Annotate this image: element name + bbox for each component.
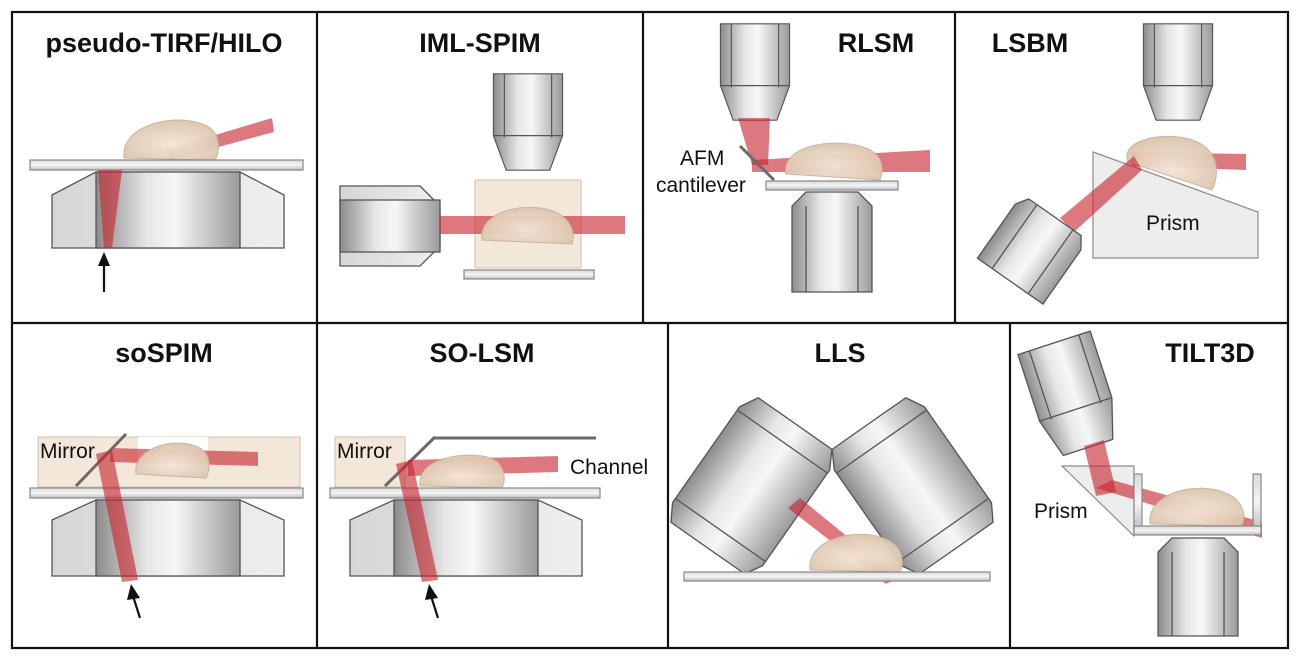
excitation-beam	[396, 460, 438, 582]
coverslip	[29, 487, 304, 499]
panel-lls: LLS	[670, 338, 994, 584]
sample-cell	[419, 454, 505, 489]
outer-frame	[10, 10, 1290, 650]
channel-label: Channel	[570, 456, 648, 479]
objective-lens-icon	[719, 23, 791, 121]
arrowhead	[425, 584, 438, 600]
objective-lens-icon	[831, 397, 994, 575]
objective-lens-icon	[670, 397, 833, 575]
objective-body	[339, 199, 441, 253]
sample-cell	[481, 206, 574, 245]
panel-title: soSPIM	[115, 338, 213, 368]
sample-cell	[1149, 487, 1245, 527]
objective-lens-icon	[1142, 23, 1214, 121]
afm-label-line2: cantilever	[656, 174, 746, 197]
prism-label: Prism	[1146, 212, 1200, 235]
panel-title: SO-LSM	[430, 338, 535, 368]
panel-title: RLSM	[838, 28, 915, 58]
coverslip	[683, 571, 991, 582]
excitation-beam	[738, 118, 770, 165]
panel-tilt3d: TILT3D Prism	[1017, 330, 1262, 637]
arrowhead	[98, 252, 110, 266]
sample-cell	[809, 533, 903, 573]
panel-pseudo-tirf-hilo: pseudo-TIRF/HILO	[29, 28, 304, 292]
panel-iml-spim: IML-SPIM	[339, 28, 625, 280]
afm-label-line1: AFM	[680, 147, 724, 170]
panel-title: IML-SPIM	[419, 28, 541, 58]
chamber-wall-right	[1252, 473, 1262, 531]
up-arrow-icon	[429, 595, 440, 619]
coverslip	[1133, 525, 1262, 536]
coverslip	[329, 487, 601, 499]
excitation-beam	[1060, 156, 1142, 232]
sample-cell	[135, 442, 210, 479]
excitation-beam	[96, 450, 138, 582]
sample-cell	[123, 119, 220, 161]
excitation-beam	[98, 170, 122, 248]
prism-icon	[1092, 151, 1259, 259]
afm-cantilever	[738, 144, 776, 182]
coverslip	[765, 180, 899, 191]
sample-cell	[785, 142, 883, 181]
panel-sospim: soSPIM Mirror	[29, 338, 304, 619]
arrowhead	[127, 584, 140, 600]
mirror-label: Mirror	[40, 440, 95, 463]
panel-lsbm: LSBM Prism	[976, 23, 1259, 305]
panel-title: LSBM	[992, 28, 1069, 58]
chamber-wall-left	[1133, 473, 1143, 531]
objective-lens-icon	[976, 198, 1082, 305]
up-arrow-icon	[131, 595, 142, 619]
panel-title: pseudo-TIRF/HILO	[46, 28, 283, 58]
sample-cell	[1126, 135, 1217, 191]
prism-label: Prism	[1034, 500, 1088, 523]
objective-lens-icon	[492, 73, 564, 171]
objective-lens-icon	[791, 191, 873, 293]
objective-lens-icon	[1157, 537, 1239, 637]
mirror-label: Mirror	[337, 440, 392, 463]
objective-lens-icon	[1017, 330, 1114, 457]
coverslip	[29, 159, 304, 171]
panel-rlsm: RLSM AFM cantilever	[656, 23, 930, 293]
panel-title: TILT3D	[1165, 338, 1255, 368]
coverslip	[463, 269, 595, 280]
panel-title: LLS	[815, 338, 866, 368]
panel-so-lsm: SO-LSM Mirror Channel	[329, 338, 648, 619]
